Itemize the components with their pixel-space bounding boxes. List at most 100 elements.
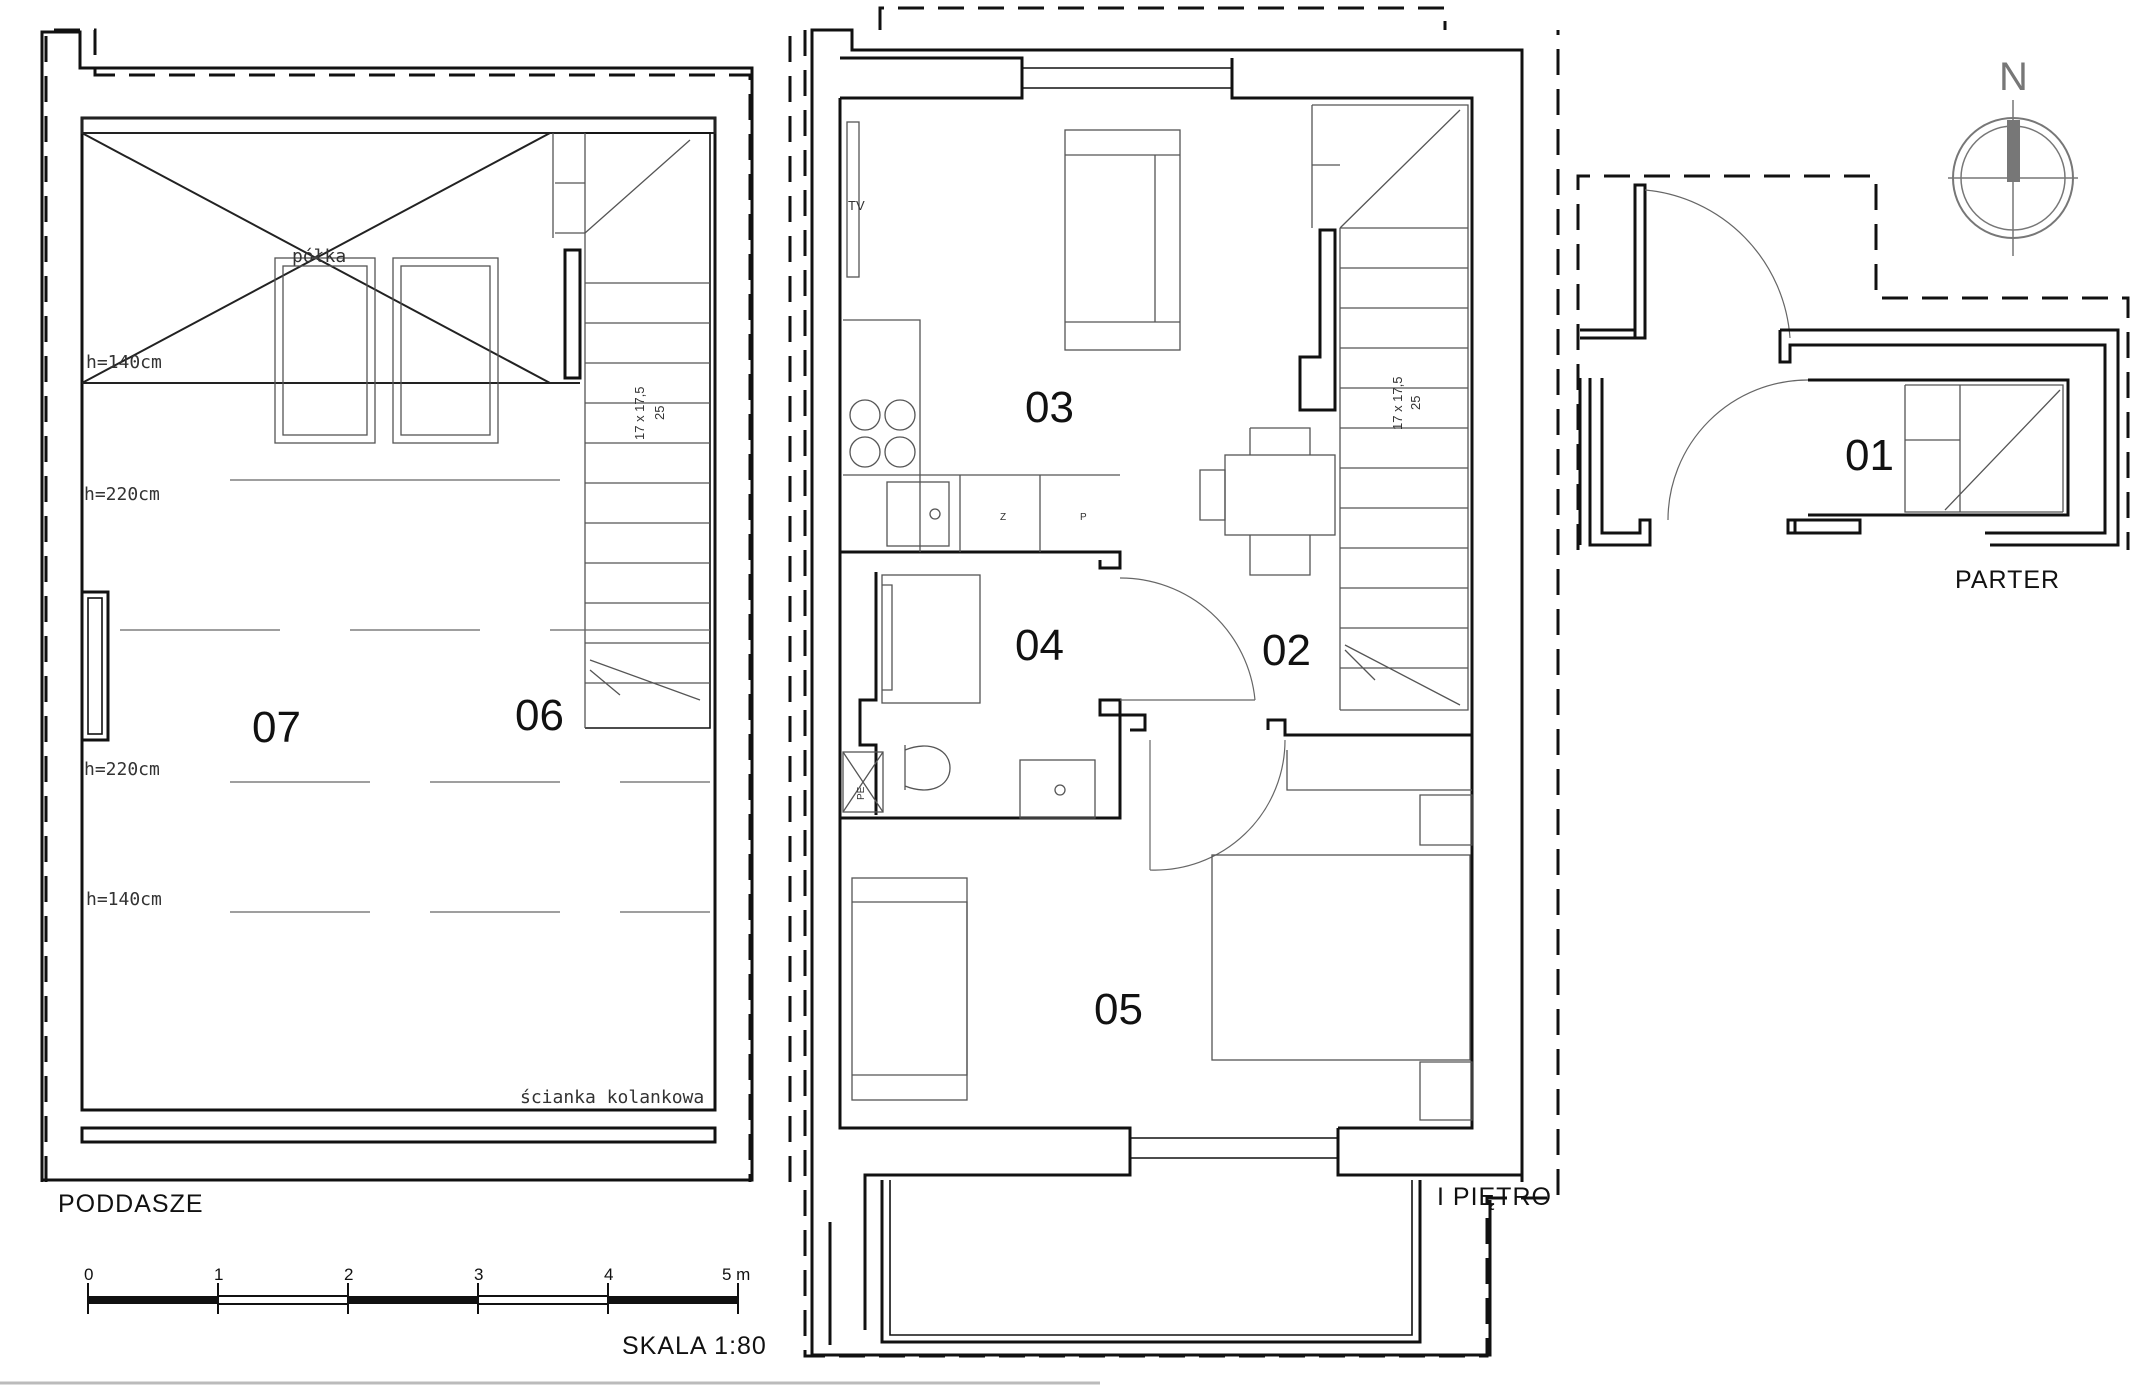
scale-segment-0-1 [88, 1296, 218, 1304]
ground-inner-wall [1786, 518, 1862, 535]
shower-tray [842, 751, 884, 813]
attic-stair-stringer [552, 133, 586, 728]
attic-stair-frame [585, 132, 711, 729]
washbasin [1019, 759, 1096, 819]
room-01-number: 01 [1845, 431, 1894, 480]
balcony-outer [810, 1182, 1492, 1357]
dining-table [1224, 454, 1336, 536]
attic-height-4: h=140cm [86, 889, 162, 910]
attic-stair-spec-bottom: 25 [652, 406, 667, 420]
attic-height-3: h=220cm [84, 759, 160, 780]
scale-segment-1-2 [217, 1295, 349, 1305]
first-floor-outer-boundary [803, 30, 1560, 1358]
room-02-number: 02 [1262, 626, 1311, 675]
knee-wall-label: ścianka kolankowa [520, 1087, 704, 1108]
stair-treads [1312, 164, 1468, 669]
first-floor-outer-wall [810, 28, 1524, 1182]
scale-bar [87, 1283, 739, 1314]
tv-unit [846, 121, 860, 278]
bedroom-wardrobe [1286, 750, 1473, 1121]
shower-cross [842, 751, 884, 813]
attic-top-beam [81, 117, 716, 134]
attic-bottom-beam [80, 1126, 717, 1144]
room-06-number: 06 [515, 691, 564, 740]
top-window [1022, 67, 1232, 89]
compass-north-label: N [1999, 55, 2028, 99]
compass-needle [2007, 120, 2020, 182]
bathroom-left-wall [858, 572, 878, 815]
roof-window-right-inner [400, 265, 491, 436]
scale-segment-3-4 [477, 1295, 609, 1305]
room-03-number: 03 [1025, 383, 1074, 432]
scale-tick-0: 0 [84, 1265, 93, 1284]
burner-1 [849, 399, 881, 431]
kitchen-bottom-wall [840, 550, 1122, 570]
dishwasher-label: Z [1000, 512, 1006, 523]
dining-chairs [1199, 427, 1311, 576]
ground-floor-outer-boundary [1576, 174, 2130, 550]
attic-stair-arrows [584, 139, 701, 701]
shelf-label: półka [292, 246, 346, 267]
scale-tick-3: 3 [474, 1265, 483, 1284]
bedroom-top-wall [1266, 718, 1472, 737]
ground-floor-plan [1576, 174, 2130, 550]
ground-stair-room [1808, 378, 2070, 517]
scale-segment-4-5 [608, 1296, 738, 1304]
stair-arrows [1339, 109, 1461, 706]
scale-tick-2: 2 [344, 1265, 353, 1284]
ground-entry-wall [1580, 328, 1637, 340]
roof-window-right [392, 257, 499, 444]
room-05-number: 05 [1094, 985, 1143, 1034]
first-floor-top-wall-left [840, 56, 1024, 100]
roof-window-left [274, 257, 376, 444]
attic-stair-spec-top: 17 x 17,5 [632, 387, 647, 441]
attic-outer-boundary [44, 28, 752, 1182]
washing-machine-panel [882, 584, 893, 691]
sink-drain [929, 508, 941, 520]
ground-stairs [1904, 384, 2064, 513]
living-sofa-cushions [1065, 154, 1180, 323]
ground-left-walls [1588, 378, 1652, 547]
entry-door-swing [1644, 189, 1791, 339]
tv-label: TV [848, 198, 865, 213]
burner-2 [884, 399, 916, 431]
living-sofa [1064, 129, 1181, 351]
bathroom-bottom-wall [840, 698, 1122, 820]
attic-stair-treads [555, 182, 710, 684]
balcony-railing [889, 1180, 1413, 1336]
pe-label: PE [856, 786, 867, 800]
attic-inner-wall [80, 116, 717, 1112]
first-floor-label: I PIĘTRO [1437, 1183, 1552, 1211]
attic-height-1: h=140cm [86, 352, 162, 373]
attic-floor-label: PODDASZE [58, 1190, 204, 1218]
attic-stair-wall [563, 248, 582, 380]
first-floor-top-boundary [878, 6, 1447, 30]
attic-dormer-left-inner [87, 597, 103, 735]
attic-dormer-left [80, 590, 110, 742]
scale-tick-4: 4 [604, 1265, 613, 1284]
bedroom-bed [1211, 854, 1471, 1061]
attic-outer-wall [40, 30, 754, 1182]
room-07-number: 07 [252, 703, 301, 752]
scale-label: SKALA 1:80 [622, 1332, 767, 1360]
bathroom-door-jamb [1120, 713, 1147, 732]
washbasin-drain [1054, 784, 1066, 796]
washing-machine [881, 574, 981, 704]
first-floor-left-wall [838, 98, 1132, 1330]
balcony-inner [828, 1180, 1422, 1345]
bedroom-sofa [851, 877, 968, 1101]
burner-4 [884, 436, 916, 468]
attic-plan [40, 28, 792, 1182]
burner-3 [849, 436, 881, 468]
entry-door-leaf [1633, 183, 1647, 340]
toilet [904, 745, 951, 791]
kitchen-counter [843, 319, 1120, 552]
scale-segment-2-3 [348, 1296, 478, 1304]
stair-spec-top: 17 x 17,5 [1390, 377, 1405, 431]
scale-tick-1: 1 [214, 1265, 223, 1284]
scale-tick-5: 5 m [722, 1265, 750, 1284]
bedroom-door-swing [1149, 739, 1286, 871]
stair-core-wall [1298, 228, 1337, 412]
ground-inner-door-swing [1667, 379, 1809, 521]
